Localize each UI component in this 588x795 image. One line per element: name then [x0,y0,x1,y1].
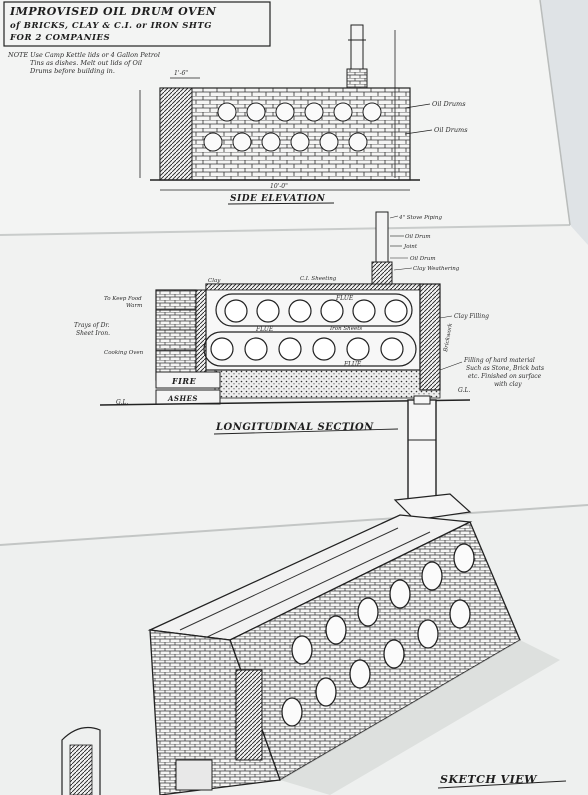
sheet-right-edge [539,0,571,226]
label-iron-sheets: Iron Sheets [329,326,362,332]
label-filling-1: Filling of hard material [463,357,535,364]
label-keep-food-2: Warm [126,303,142,309]
label-ci-sheeting: C.I. Sheeting [300,276,337,282]
hard-material-filling [214,369,441,399]
elevation-end-shaded [159,87,193,181]
section-stove-pipe [375,211,389,265]
caption-side-elevation: SIDE ELEVATION [230,194,326,204]
elevation-dim-width: 10'-0" [270,183,288,190]
label-clay-filling: Clay Filling [454,313,489,320]
title-line-1: IMPROVISED OIL DRUM OVEN [9,5,217,18]
title-line-3: FOR 2 COMPANIES [9,33,110,43]
elevation-oil-drums-top [217,102,382,122]
title-line-2: of BRICKS, CLAY & C.I. or IRON SHTG [10,21,212,31]
label-filling-4: with clay [494,381,522,388]
section-right-brickwork [419,283,441,391]
label-gl-left: G.L. [116,399,128,406]
elevation-brick-wall [159,87,411,181]
label-fire: FIRE [171,376,197,386]
sketch-oil-drum-ends-bottom [281,599,471,727]
firebox [155,371,221,389]
fold-line-2 [0,504,588,546]
label-flue-mid: FLUE [255,326,274,333]
label-oil-drums-2: Oil Drums [434,126,468,134]
caption-longitudinal-section: LONGITUDINAL SECTION [215,422,374,433]
label-filling-2: Such as Stone, Brick bats [466,365,544,372]
label-filling-3: etc. Finished on surface [468,373,542,380]
sketch-view-drawing [61,395,560,795]
label-clay: Clay [208,278,221,284]
section-left-wall [155,289,197,381]
label-flue-top: FLUE [335,295,354,302]
label-trays-2: Sheet Iron. [76,330,110,337]
note-line-3: Drums before building in. [29,67,115,75]
section-oil-drums-bottom [210,337,404,361]
caption-sketch-view: SKETCH VIEW [440,773,538,786]
label-keep-food-1: To Keep Food [104,296,142,302]
sketch-chimney-pipe [407,399,437,501]
title-block: IMPROVISED OIL DRUM OVEN of BRICKS, CLAY… [3,1,271,47]
label-cooking-oven: Cooking Oven [104,350,144,356]
elevation-chimney-pipe [350,24,364,70]
section-oil-drums-top [224,299,408,323]
label-flue-bottom: FLUE [343,361,362,368]
label-trays-1: Trays of Dr. [74,322,110,329]
label-gl-right: G.L. [458,387,470,394]
label-oil-drum-2: Oil Drum [410,256,436,262]
elevation-oil-drums-bottom [203,132,368,152]
note-block: NOTE Use Camp Kettle lids or 4 Gallon Pe… [7,51,160,75]
label-ashes: ASHES [167,394,198,403]
label-oil-drums-1: Oil Drums [432,100,466,108]
note-line-2: Tins as dishes. Melt out lids of Oil [30,59,142,67]
longitudinal-section-drawing: 4" Stove Piping Oil Drum Joint Oil Drum … [74,211,544,406]
label-clay-weathering: Clay Weathering [413,266,460,272]
fold-line-1 [0,224,571,236]
note-line-1: NOTE Use Camp Kettle lids or 4 Gallon Pe… [7,51,160,59]
label-oil-drum-1: Oil Drum [405,234,431,240]
sketch-oil-drum-ends-top [291,543,475,665]
label-joint: Joint [403,244,418,250]
side-elevation-drawing: 1'-6" 10'-0" Oil Drums Oil Drums [139,24,468,191]
elevation-dim-top: 1'-6" [174,70,188,77]
label-stove-piping: 4" Stove Piping [398,215,442,221]
label-brickwork: Brickwork [443,322,454,353]
